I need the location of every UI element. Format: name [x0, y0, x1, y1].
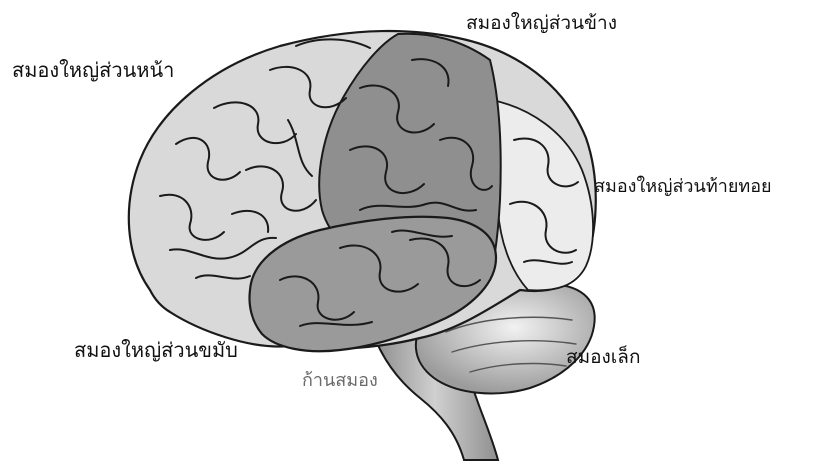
label-cerebellum: สมองเล็ก — [566, 348, 640, 367]
label-frontal-lobe: สมองใหญ่ส่วนหน้า — [12, 60, 174, 80]
label-occipital-lobe: สมองใหญ่ส่วนท้ายทอย — [594, 178, 772, 196]
label-temporal-lobe: สมองใหญ่ส่วนขมับ — [74, 340, 238, 360]
label-parietal-lobe: สมองใหญ่ส่วนข้าง — [466, 14, 617, 33]
label-brainstem: ก้านสมอง — [302, 372, 378, 390]
